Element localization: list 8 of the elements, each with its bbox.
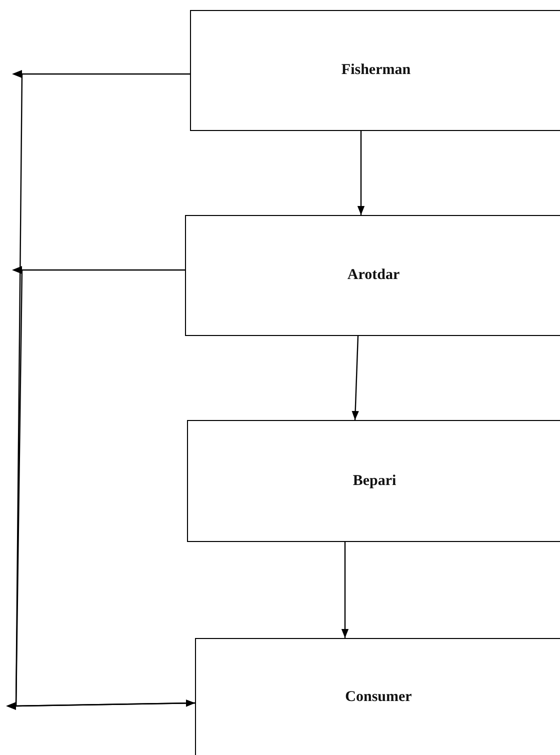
box-label: Fisherman <box>341 62 411 79</box>
box-label: Arotdar <box>347 267 400 284</box>
process-box <box>195 638 560 755</box>
box-label: Consumer <box>345 688 412 706</box>
box-label: Bepari <box>352 472 396 490</box>
process-box <box>187 420 560 542</box>
process-box <box>185 215 560 336</box>
process-box <box>190 10 560 131</box>
